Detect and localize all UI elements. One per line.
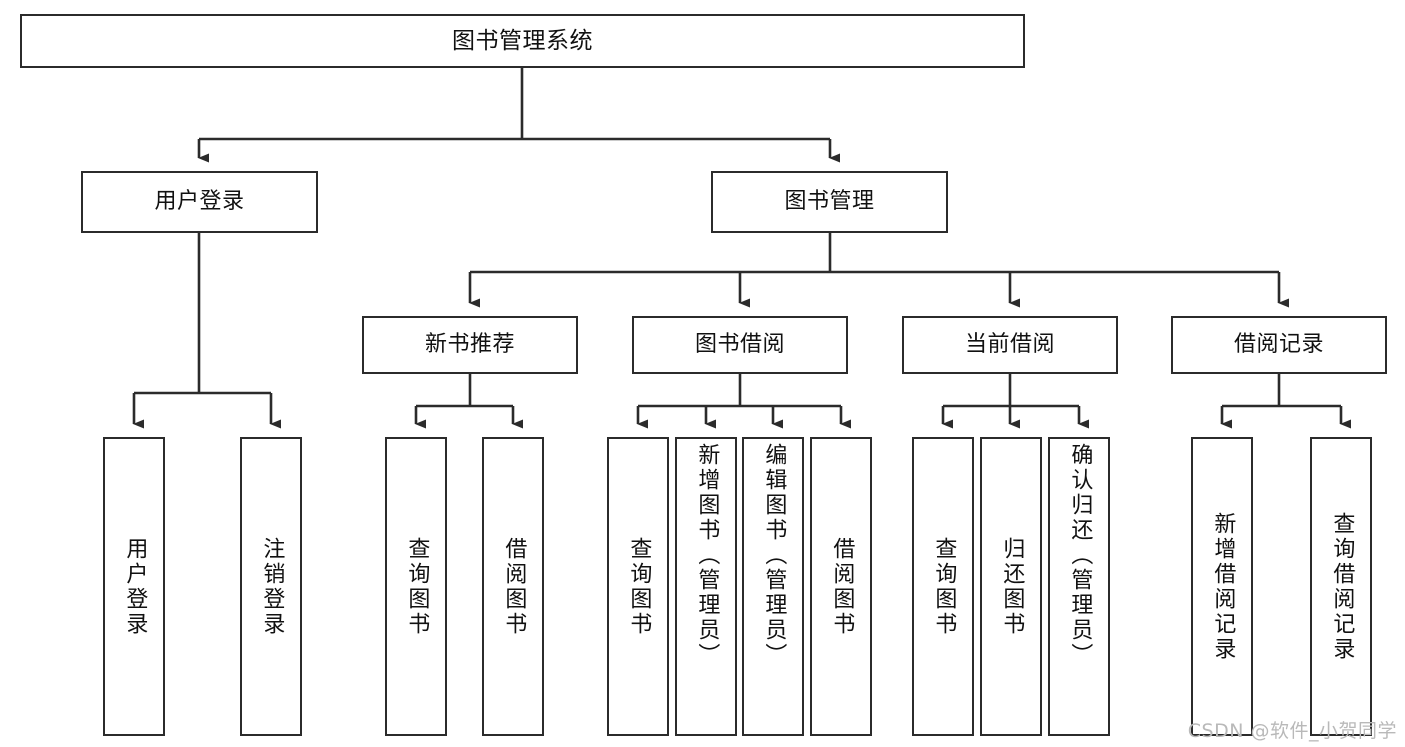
node-label: 注销登录 (259, 536, 285, 637)
leaf-borrow-book-recommend[interactable]: 借阅图书 (482, 437, 544, 736)
node-borrow-record[interactable]: 借阅记录 (1171, 316, 1387, 374)
node-label: 用户登录 (154, 189, 245, 215)
node-user-login[interactable]: 用户登录 (81, 171, 318, 233)
node-label: 用户登录 (122, 536, 148, 637)
node-label: 查询图书 (404, 536, 430, 637)
node-book-borrow[interactable]: 图书借阅 (632, 316, 848, 374)
node-label: 查询图书 (931, 536, 957, 637)
node-root-system[interactable]: 图书管理系统 (20, 14, 1025, 68)
node-label: 查询图书 (626, 536, 652, 637)
node-label: 确认归还（管理员） (1067, 443, 1093, 668)
node-label: 新书推荐 (424, 332, 515, 358)
leaf-query-book-borrow[interactable]: 查询图书 (607, 437, 669, 736)
leaf-add-book-admin[interactable]: 新增图书（管理员） (675, 437, 737, 736)
node-book-management[interactable]: 图书管理 (711, 171, 948, 233)
node-label: 图书管理系统 (452, 27, 593, 54)
node-label: 借阅图书 (829, 536, 855, 637)
node-label: 查询借阅记录 (1329, 511, 1355, 662)
leaf-edit-book-admin[interactable]: 编辑图书（管理员） (742, 437, 804, 736)
leaf-borrow-book[interactable]: 借阅图书 (810, 437, 872, 736)
node-new-book-recommend[interactable]: 新书推荐 (362, 316, 578, 374)
node-label: 归还图书 (999, 536, 1025, 637)
node-label: 图书借阅 (694, 332, 785, 358)
node-label: 当前借阅 (964, 332, 1055, 358)
node-label: 新增借阅记录 (1210, 511, 1236, 662)
node-label: 借阅图书 (501, 536, 527, 637)
leaf-query-book-current[interactable]: 查询图书 (912, 437, 974, 736)
leaf-user-logout[interactable]: 注销登录 (240, 437, 302, 736)
leaf-user-login[interactable]: 用户登录 (103, 437, 165, 736)
node-label: 编辑图书（管理员） (761, 443, 787, 668)
node-label: 新增图书（管理员） (694, 443, 720, 668)
leaf-add-borrow-record[interactable]: 新增借阅记录 (1191, 437, 1253, 736)
leaf-query-book-recommend[interactable]: 查询图书 (385, 437, 447, 736)
leaf-return-book[interactable]: 归还图书 (980, 437, 1042, 736)
node-label: 图书管理 (784, 189, 875, 215)
leaf-query-borrow-record[interactable]: 查询借阅记录 (1310, 437, 1372, 736)
leaf-confirm-return-admin[interactable]: 确认归还（管理员） (1048, 437, 1110, 736)
watermark: CSDN @软件_小贺同学 (1187, 720, 1397, 742)
node-label: 借阅记录 (1233, 332, 1324, 358)
node-current-borrow[interactable]: 当前借阅 (902, 316, 1118, 374)
